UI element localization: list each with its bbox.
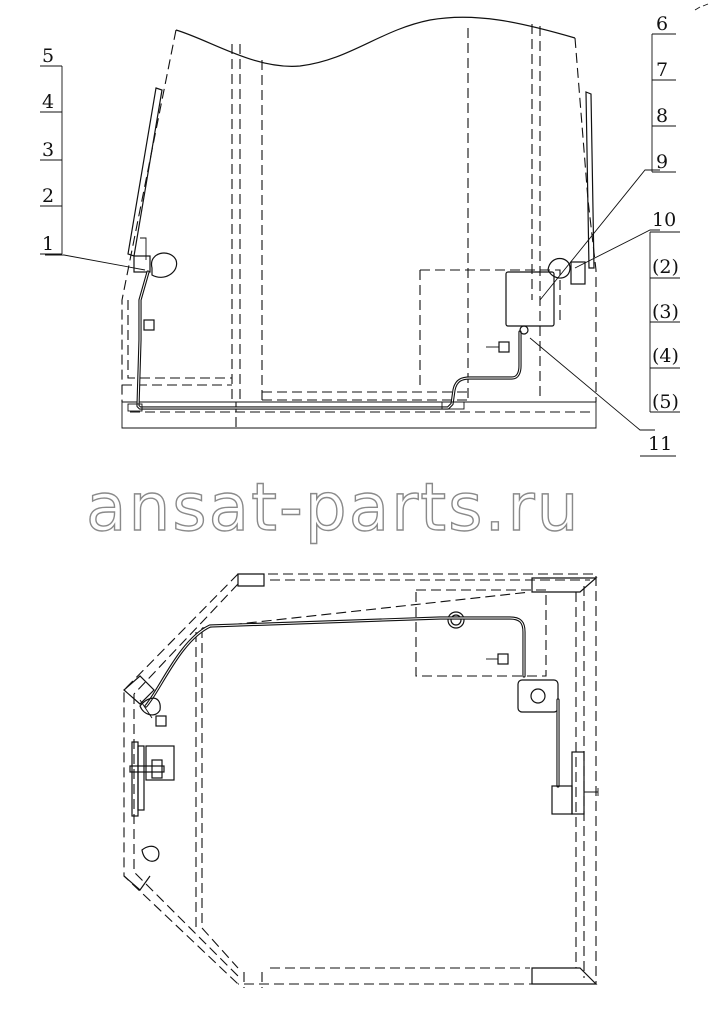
cab-side-view bbox=[45, 16, 660, 431]
washer-reservoir bbox=[486, 257, 586, 353]
watermark: ansat-parts.ru bbox=[86, 469, 580, 546]
callout-7: 7 bbox=[656, 59, 668, 81]
callout-8: 8 bbox=[656, 105, 668, 127]
callout-3: 3 bbox=[42, 139, 54, 161]
callout-5-paren: (5) bbox=[652, 391, 679, 413]
callout-4: 4 bbox=[42, 91, 54, 113]
left-wiper-assembly bbox=[129, 697, 175, 862]
callout-1: 1 bbox=[42, 233, 54, 255]
callout-3-paren: (3) bbox=[652, 301, 679, 323]
cab-plan-view bbox=[123, 573, 599, 988]
callout-5: 5 bbox=[42, 45, 54, 67]
corner-mark bbox=[694, 3, 709, 11]
callout-2-paren: (2) bbox=[652, 256, 679, 278]
bottom-callout: 11 bbox=[640, 433, 676, 457]
left-nozzle bbox=[133, 237, 178, 331]
left-callout-column: 5 4 3 2 1 bbox=[40, 45, 63, 255]
callout-2: 2 bbox=[42, 185, 54, 207]
callout-6: 6 bbox=[656, 13, 668, 35]
callout-11: 11 bbox=[648, 433, 672, 455]
right-callout-column: 6 7 8 9 10 (2) (3) (4) (5) bbox=[649, 13, 680, 413]
callout-9: 9 bbox=[656, 151, 668, 173]
callout-10: 10 bbox=[652, 209, 676, 231]
callout-4-paren: (4) bbox=[652, 345, 679, 367]
